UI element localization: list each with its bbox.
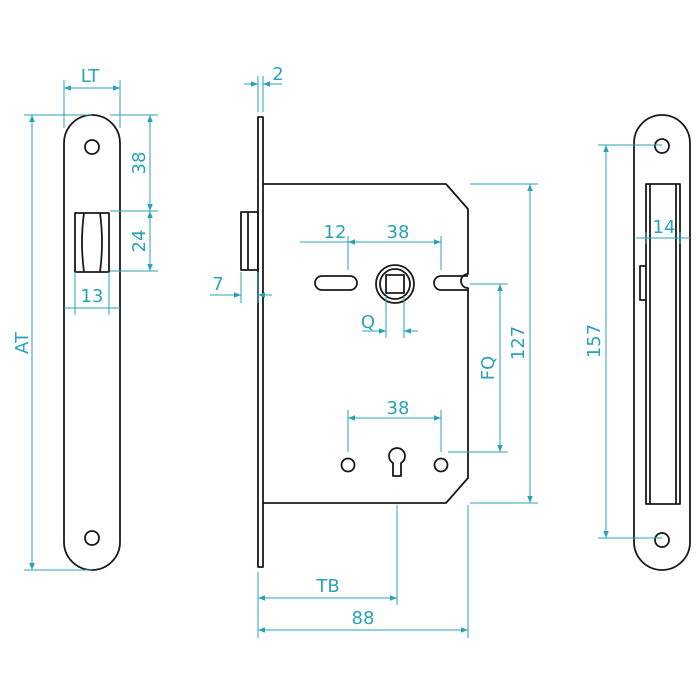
faceplate-screw-hole-top: [84, 139, 100, 155]
dim-faceplate-24-label: 24: [129, 230, 150, 253]
dim-front-height-label: 157: [584, 324, 605, 358]
dim-lt-label: LT: [81, 66, 101, 87]
dim-case-height-label: 127: [508, 326, 529, 360]
front-plate-side: [257, 116, 264, 568]
front-case-outline: [645, 183, 681, 505]
front-faceplate-outline: [633, 114, 691, 571]
spindle-hub-outer: [375, 264, 415, 304]
faceplate-outline: [63, 114, 121, 571]
front-view: 157 14: [584, 114, 691, 571]
dim-front-width-label: 14: [653, 217, 676, 238]
front-screw-hole-bottom: [654, 532, 670, 548]
handle-slot: [314, 275, 358, 291]
faceplate-screw-hole-bottom: [84, 530, 100, 546]
lock-body-view: 2 7 12 38 Q FQ 127 38: [210, 64, 538, 638]
dim-handle-offset-label: 12: [324, 222, 347, 243]
dim-handle-spacing-label: 38: [387, 222, 410, 243]
spindle-hub-inner: [379, 268, 411, 300]
dim-faceplate-13-label: 13: [81, 286, 104, 307]
dim-at-label: AT: [12, 331, 33, 354]
faceplate-latch-bevel: [81, 212, 103, 273]
faceplate-view: LT AT 38 24 13: [12, 66, 158, 571]
dim-spindle-label: Q: [361, 312, 375, 333]
dim-latch-projection-label: 7: [212, 274, 223, 295]
keyhole: [388, 447, 406, 477]
case-screw-hole-left: [340, 457, 356, 473]
latch-bolt-side: [240, 211, 259, 271]
dim-backset-label: TB: [315, 576, 339, 597]
dim-case-depth-label: 88: [352, 608, 375, 629]
dim-key-spacing-label: 38: [387, 398, 410, 419]
case-screw-hole-right: [433, 457, 449, 473]
dim-plate-thickness-label: 2: [272, 64, 283, 85]
dim-fq-label: FQ: [478, 356, 499, 381]
front-latch-tab: [639, 265, 646, 301]
front-screw-hole-top: [654, 138, 670, 154]
faceplate-latch-slot: [74, 212, 110, 273]
lock-case-outline: [263, 183, 469, 504]
right-slot: [433, 275, 468, 291]
spindle-square: [385, 274, 405, 294]
dim-faceplate-38-label: 38: [129, 152, 150, 175]
